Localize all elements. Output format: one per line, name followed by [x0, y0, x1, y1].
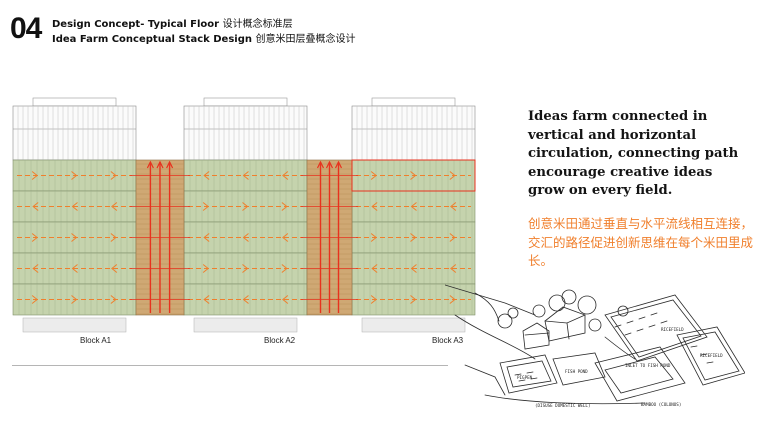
circulation-chevron	[71, 171, 78, 180]
circulation-chevron	[71, 295, 78, 304]
circulation-chevron	[242, 233, 249, 242]
circulation-chevron	[410, 233, 417, 242]
sketch-ricefield-right	[604, 294, 708, 362]
block-podium	[22, 317, 127, 333]
header-line-2-cn: 创意米田层叠概念设计	[255, 34, 356, 45]
site-sketch-illustration: RICEFIELD RICEFIELD INLET TO FISH POND P…	[445, 284, 745, 408]
section-divider	[12, 365, 448, 366]
circulation-chevron	[370, 171, 377, 180]
circulation-chevron	[202, 202, 209, 211]
block-label-a3: Block A3	[432, 336, 464, 345]
block-podium	[361, 317, 466, 333]
sketch-label-fish-pond: FISH POND	[565, 369, 588, 374]
circulation-chevron	[111, 264, 118, 273]
circulation-chevron	[242, 202, 249, 211]
block-roof-parapet	[32, 97, 117, 107]
circulation-chevron	[110, 233, 117, 242]
circulation-chevron	[410, 264, 417, 273]
circulation-chevron	[371, 202, 378, 211]
sketch-label-bamboo: BAMBOO (COLONOS)	[641, 402, 681, 407]
circulation-chevron	[449, 233, 456, 242]
circulation-chevron	[71, 264, 78, 273]
circulation-chevron	[203, 295, 210, 304]
sketch-house	[544, 306, 586, 342]
header-line-2: Idea Farm Conceptual Stack Design 创意米田层叠…	[52, 30, 355, 45]
sketch-ricefield-far-right	[676, 326, 745, 386]
circulation-chevron	[370, 295, 377, 304]
sketch-field-bottom	[594, 346, 686, 402]
circulation-chevron	[410, 295, 417, 304]
circulation-chevron	[31, 171, 38, 180]
sketch-label-inlet: INLET TO FISH POND	[625, 363, 671, 368]
circulation-chevron	[371, 264, 378, 273]
vertical-arrow-head	[325, 160, 334, 169]
section-number: 04	[10, 12, 42, 45]
circulation-chevron	[370, 233, 377, 242]
circulation-chevron	[242, 171, 249, 180]
circulation-chevron	[110, 295, 117, 304]
circulation-chevron	[281, 264, 288, 273]
header-line-1-cn: 设计概念标准层	[222, 19, 293, 30]
circulation-chevron	[32, 202, 39, 211]
sketch-label-ricefield: RICEFIELD	[661, 327, 684, 332]
circulation-chevron	[203, 233, 210, 242]
header-line-2-en: Idea Farm Conceptual Stack Design	[52, 34, 252, 45]
circulation-chevron	[281, 202, 288, 211]
block-label-a2: Block A2	[264, 336, 296, 345]
description-chinese: 创意米田通过垂直与水平流线相互连接，交汇的路径促进创新思维在每个米田里成长。	[528, 216, 754, 268]
circulation-chevron	[242, 295, 249, 304]
circulation-chevron	[282, 171, 289, 180]
circulation-chevron	[111, 202, 118, 211]
sketch-label-pigpen: PIGPEN	[517, 375, 533, 380]
circulation-chevron	[282, 295, 289, 304]
circulation-chevron	[110, 171, 117, 180]
block-label-a1: Block A1	[80, 336, 112, 345]
vertical-arrow-head	[156, 160, 164, 169]
circulation-chevron	[449, 295, 456, 304]
vertical-arrow-head	[146, 160, 154, 169]
block-upper-floors	[183, 105, 308, 161]
header-line-1: Design Concept- Typical Floor 设计概念标准层	[52, 15, 293, 30]
header-line-1-en: Design Concept- Typical Floor	[52, 19, 220, 30]
circulation-chevron	[32, 264, 39, 273]
block-roof-parapet	[203, 97, 288, 107]
stack-elevation-drawing	[12, 97, 476, 333]
sketch-fish-pond	[552, 352, 606, 386]
block-roof-parapet	[371, 97, 456, 107]
circulation-chevron	[203, 171, 210, 180]
sketch-pigpen	[499, 354, 558, 394]
circulation-chevron	[242, 264, 249, 273]
circulation-chevron	[450, 202, 457, 211]
circulation-chevron	[410, 171, 417, 180]
block-upper-floors	[12, 105, 137, 161]
circulation-chevron	[449, 171, 456, 180]
highlight-floor-outline	[351, 159, 476, 192]
circulation-chevron	[71, 233, 78, 242]
sketch-label-ricefield-2: RICEFIELD	[700, 353, 723, 358]
circulation-chevron	[31, 295, 38, 304]
vertical-arrow-head	[334, 160, 343, 169]
block-podium	[193, 317, 298, 333]
circulation-chevron	[31, 233, 38, 242]
circulation-chevron	[202, 264, 209, 273]
circulation-chevron	[71, 202, 78, 211]
circulation-chevron	[450, 264, 457, 273]
circulation-chevron	[282, 233, 289, 242]
vertical-arrow-head	[166, 160, 174, 169]
block-upper-floors	[351, 105, 476, 161]
vertical-arrow-head	[316, 160, 325, 169]
description-english: Ideas farm connected in vertical and hor…	[528, 109, 739, 198]
circulation-chevron	[410, 202, 417, 211]
sketch-label-well: (DISUSE DOMESTIC WELL)	[535, 403, 590, 408]
